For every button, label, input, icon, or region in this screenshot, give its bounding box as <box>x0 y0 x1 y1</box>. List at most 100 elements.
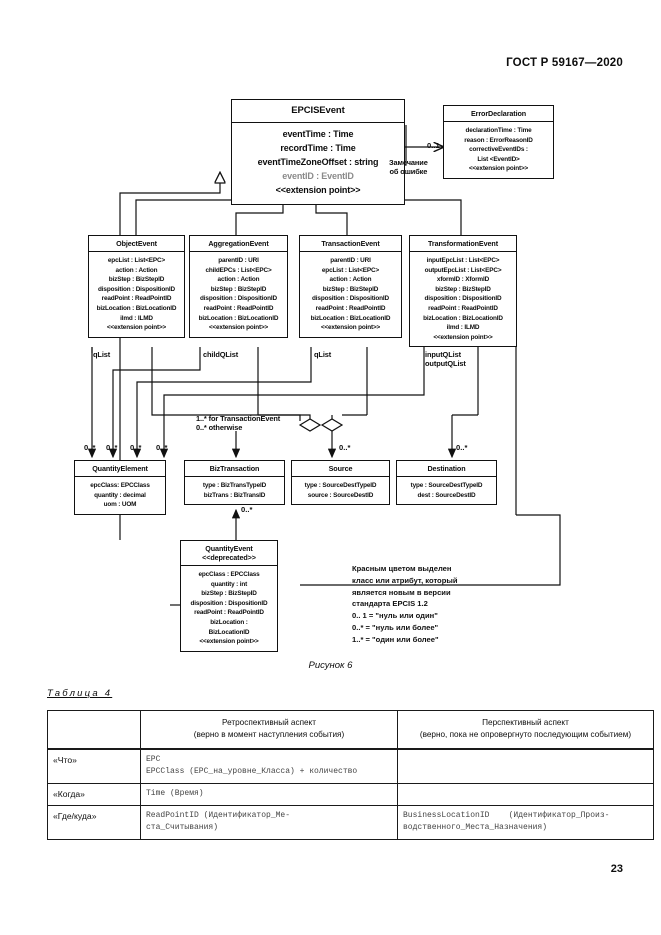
attr: ilmd : ILMD <box>120 314 153 322</box>
class-attributes: declarationTime : Time reason : ErrorRea… <box>444 122 553 178</box>
class-title: TransactionEvent <box>300 236 401 252</box>
uml-class-source[interactable]: Source type : SourceDestTypeID source : … <box>291 460 390 506</box>
attr: <<extension point>> <box>208 324 269 332</box>
attr: <<extension point>> <box>275 184 361 195</box>
table-row: «Что» EPC EPCClass (EPC_на_уровне_Класса… <box>47 748 654 784</box>
attr: BizLocationID <box>208 628 250 636</box>
attr: eventTimeZoneOffset : string <box>257 156 379 167</box>
attr: bizLocation : BizLocationID <box>198 314 279 322</box>
attr: quantity : int <box>210 580 248 588</box>
class-title: BizTransaction <box>185 461 284 477</box>
class-attributes: epcList : List<EPC> action : Action bizS… <box>89 252 184 337</box>
cell-text: BusinessLocationID (Идентификатор_Произ-… <box>403 810 610 832</box>
attr: eventTime : Time <box>282 128 354 139</box>
cell-text: Time (Время) <box>146 788 204 798</box>
cell-persp-kogda <box>397 782 654 806</box>
attr: bizLocation : BizLocationID <box>96 305 177 313</box>
table-title: Таблица 4 <box>47 688 113 699</box>
attr: bizStep : BizStepID <box>201 590 257 598</box>
class-title: ObjectEvent <box>89 236 184 252</box>
table-row: «Когда» Time (Время) <box>47 782 654 806</box>
class-title: ErrorDeclaration <box>444 106 553 122</box>
attr: declarationTime : Time <box>465 127 532 134</box>
association-label-inputqlist: inputQList outputQList <box>425 350 466 369</box>
row-label-kogda: «Когда» <box>47 782 141 806</box>
figure-caption: Рисунок 6 <box>308 660 353 671</box>
row-label-gde: «Где/куда» <box>47 804 141 840</box>
table-row: «Где/куда» ReadPointID (Идентификатор_Ме… <box>47 804 654 840</box>
uml-class-errordeclaration[interactable]: ErrorDeclaration declarationTime : Time … <box>443 105 554 180</box>
class-attributes: parentID : URI epcList : List<EPC> actio… <box>300 252 401 337</box>
class-attributes: eventTime : Time recordTime : Time event… <box>232 123 404 204</box>
class-attributes: epcClass: EPCClass quantity : decimal uo… <box>75 477 165 514</box>
class-attributes: epcClass : EPCClass quantity : int bizSt… <box>181 566 277 651</box>
uml-class-quantityevent[interactable]: QuantityEvent <<deprecated>> epcClass : … <box>180 540 278 652</box>
uml-class-epcisevent[interactable]: EPCISEvent eventTime : Time recordTime :… <box>231 99 405 205</box>
attr: bizStep : BizStepID <box>108 276 165 284</box>
attr: type : SourceDestTypeID <box>410 482 483 489</box>
cell-retro-chto: EPC EPCClass (EPC_на_уровне_Класса) + ко… <box>140 748 398 784</box>
class-attributes: type : SourceDestTypeID dest : SourceDes… <box>397 477 496 504</box>
uml-class-quantityelement[interactable]: QuantityElement epcClass: EPCClass quant… <box>74 460 166 515</box>
association-label-qlist-mid: qList <box>314 350 332 359</box>
attr: uom : UOM <box>103 501 137 509</box>
cell-text: EPC EPCClass (EPC_на_уровне_Класса) + ко… <box>146 754 358 776</box>
table-header-blank <box>47 709 141 750</box>
multiplicity-errordeclaration: 0..1 <box>427 141 440 150</box>
class-title: QuantityEvent <<deprecated>> <box>181 541 277 566</box>
page-number: 23 <box>610 863 623 875</box>
uml-class-biztransaction[interactable]: BizTransaction type : BizTransTypeID biz… <box>184 460 285 506</box>
uml-class-transactionevent[interactable]: TransactionEvent parentID : URI epcList … <box>299 235 402 338</box>
class-title: TransformationEvent <box>410 236 516 252</box>
attr: <<extension point>> <box>433 333 493 341</box>
attr: epcClass: EPCClass <box>90 482 150 489</box>
multiplicity-quantityelement-1: 0..* <box>84 443 96 452</box>
attr: disposition : DispositionID <box>98 285 175 293</box>
attr: parentID : URI <box>218 257 259 264</box>
attr: bizTrans : BizTransID <box>203 491 266 499</box>
table-header-retrospective: Ретроспективный аспект (верно в момент н… <box>140 709 398 750</box>
cell-persp-chto <box>397 748 654 784</box>
attr: bizStep : BizStepID <box>210 285 267 293</box>
attr: disposition : DispositionID <box>200 295 277 303</box>
uml-class-destination[interactable]: Destination type : SourceDestTypeID dest… <box>396 460 497 506</box>
attr: parentID : URI <box>330 257 371 264</box>
multiplicity-quantityelement-4: 0..* <box>156 443 168 452</box>
attr: bizLocation : BizLocationID <box>310 314 391 322</box>
class-attributes: type : SourceDestTypeID source : SourceD… <box>292 477 389 504</box>
attr: readPoint : ReadPointID <box>203 305 274 313</box>
table-4: Ретроспективный аспект (верно в момент н… <box>47 709 654 840</box>
attr: disposition : DispositionID <box>312 295 389 303</box>
association-label-childqlist: childQList <box>203 350 239 359</box>
attr: eventID : EventID <box>282 170 354 181</box>
cell-persp-gde: BusinessLocationID (Идентификатор_Произ-… <box>397 804 654 840</box>
attr: outputEpcList : List<EPC> <box>424 266 502 274</box>
attr: readPoint : ReadPointID <box>428 305 498 313</box>
row-label-chto: «Что» <box>47 748 141 784</box>
uml-class-transformationevent[interactable]: TransformationEvent inputEpcList : List<… <box>409 235 517 348</box>
class-stereotype: <<deprecated>> <box>202 553 256 562</box>
attr: reason : ErrorReasonID <box>464 136 533 144</box>
attr: bizStep : BizStepID <box>435 285 491 293</box>
class-attributes: parentID : URI childEPCs : List<EPC> act… <box>190 252 287 337</box>
constraint-note-transactionevent: 1..* for TransactionEvent 0..* otherwise <box>196 414 281 433</box>
multiplicity-source: 0..* <box>339 443 351 452</box>
attr: <<extension point>> <box>320 324 381 332</box>
attr: bizLocation : <box>210 619 248 627</box>
diagram-connectors <box>87 125 561 606</box>
attr: dest : SourceDestID <box>417 491 476 499</box>
cell-text: ReadPointID (Идентификатор_Ме- ста_Считы… <box>146 810 291 832</box>
attr: xformID : XformID <box>436 276 490 284</box>
association-label-error-note: Замечание об ошибке <box>389 158 428 177</box>
attr: correctiveEventIDs : <box>469 146 528 154</box>
multiplicity-quantityevent: 0..* <box>241 505 253 514</box>
uml-class-objectevent[interactable]: ObjectEvent epcList : List<EPC> action :… <box>88 235 185 338</box>
class-attributes: type : BizTransTypeID bizTrans : BizTran… <box>185 477 284 504</box>
attr: readPoint : ReadPointID <box>315 305 386 313</box>
association-label-qlist-left: qList <box>93 350 111 359</box>
class-title: Source <box>292 461 389 477</box>
cell-retro-kogda: Time (Время) <box>140 782 398 806</box>
attr: source : SourceDestID <box>307 491 374 499</box>
attr: epcList : List<EPC> <box>321 266 380 274</box>
uml-class-aggregationevent[interactable]: AggregationEvent parentID : URI childEPC… <box>189 235 288 338</box>
